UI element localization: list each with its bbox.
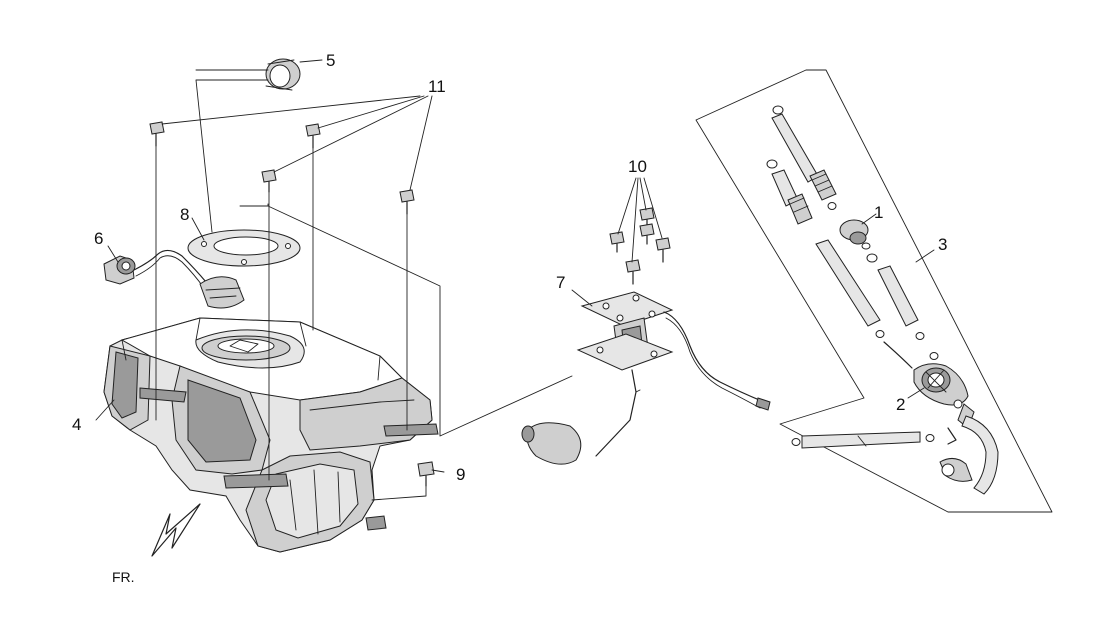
fuel-line-long-hose [766,159,885,338]
callout-11: 11 [428,77,446,96]
bolt-part-11-d [399,189,415,215]
callout-5: 5 [326,51,335,70]
bolt-guide-lines [155,69,573,501]
fuel-sender-part-7 [521,291,771,465]
bolt-part-9 [417,461,435,487]
screw-part-10-b [639,207,655,229]
front-direction-arrow [151,503,201,557]
callout-leaders [95,59,935,473]
screw-part-10-e [639,223,655,245]
fuel-pump-part-2 [913,352,969,409]
fuel-filter-part-1 [839,219,878,263]
filler-neck-part-6 [103,249,245,309]
bolt-part-11-a [149,121,165,147]
screw-part-10-a [609,231,625,253]
callout-4: 4 [72,415,81,434]
callout-7: 7 [556,273,565,292]
fuel-line-bottom-hose [791,403,975,449]
callout-6: 6 [94,229,103,248]
fuel-line-mid-hose [877,265,925,369]
front-marker-label: FR. [112,569,135,585]
gasket-plate-part-8 [187,229,301,267]
callout-9: 9 [456,465,465,484]
callout-3: 3 [938,235,947,254]
bolt-part-11-c [261,169,277,193]
fuel-line-upper-hose [771,105,837,210]
fuel-line-assembly-frame [695,69,1053,513]
callout-1: 1 [874,203,883,222]
callout-8: 8 [180,205,189,224]
callout-2: 2 [896,395,905,414]
cap-ring-part-5 [265,58,301,91]
callout-10: 10 [628,157,647,176]
fuel-line-elbow [939,415,999,495]
screw-part-10-d [625,259,641,285]
screw-part-10-c [655,237,671,263]
bolt-part-11-b [305,123,321,149]
fuel-tank [103,317,439,553]
